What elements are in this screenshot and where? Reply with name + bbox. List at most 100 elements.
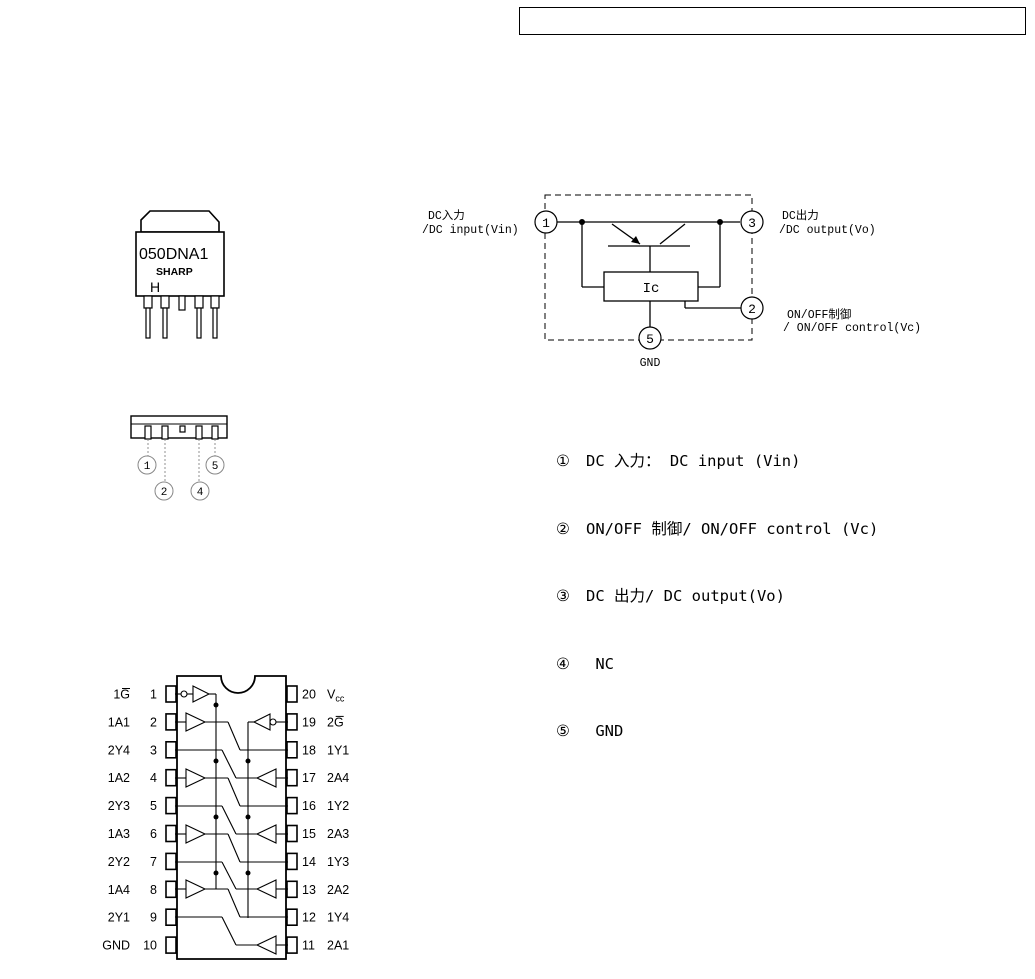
buffer-ic-diagram: 1 1G 2 1A1 3 2Y4 4 1A2 5 2Y3 6 1A3 7 2Y2 8 1A4 9 2Y1 10 GND… <box>102 675 349 960</box>
regulator-pin-5-circle <box>638 326 662 350</box>
onoff-en: / ON/OFF control(Vc) <box>783 322 921 335</box>
package-pin-1: 1 <box>144 461 151 473</box>
ic-left-pin-8 <box>165 880 177 899</box>
ic-right-pin-name-15: 2A3 <box>327 827 349 841</box>
ic-right-pin-12 <box>286 908 298 926</box>
ic-right-pin-name-16: 1Y2 <box>327 799 349 813</box>
ic-right-pin-num-19: 19 <box>302 715 316 729</box>
ic-left-pin-num-5: 5 <box>150 799 157 813</box>
onoff-jp: ON/OFF制御 <box>787 307 851 322</box>
ic-left-pin-2 <box>165 713 177 731</box>
ic-left-pin-name-1: 1G <box>113 688 130 702</box>
ic-left-pin-name-9: 2Y1 <box>108 911 130 925</box>
ic-right-pin-name-18: 1Y1 <box>327 743 349 757</box>
package-body <box>135 231 225 297</box>
ic-left-pin-name-8: 1A4 <box>108 883 130 897</box>
package-marking: 050DNA1 <box>139 246 208 263</box>
ic-right-pin-num-16: 16 <box>302 799 316 813</box>
package-drawing: 050DNA1 SHARP H 1 2 4 5 <box>130 210 228 501</box>
package-pin-4-circle <box>190 481 210 501</box>
ic-right-pin-13 <box>286 880 298 899</box>
ic-left-pin-num-7: 7 <box>150 855 157 869</box>
regulator-pin-1: 1 <box>542 216 550 231</box>
ic-left-pin-6 <box>165 824 177 843</box>
ic-left-pin-num-6: 6 <box>150 827 157 841</box>
ic-right-pin-num-20: 20 <box>302 688 316 702</box>
ic-right-pin-name-13: 2A2 <box>327 883 349 897</box>
ic-left-pin-name-6: 1A3 <box>108 827 130 841</box>
ic-left-pin-7 <box>165 852 177 871</box>
ic-left-pin-num-1: 1 <box>150 688 157 702</box>
ic-right-pin-name-17: 2A4 <box>327 771 349 785</box>
ic-left-pin-num-2: 2 <box>150 715 157 729</box>
dc-output-jp: DC出力 <box>782 208 819 223</box>
package-pin-2-circle <box>154 481 174 501</box>
regulator-diagram: Ic 1 3 2 5 DC入力 /DC input(Vin) DC出力 /DC … <box>422 194 921 370</box>
ic-left-pin-num-8: 8 <box>150 883 157 897</box>
regulator-pin-3: 3 <box>748 216 756 231</box>
ic-left-pin-3 <box>165 741 177 759</box>
ic-right-pin-num-18: 18 <box>302 743 316 757</box>
ic-left-pin-name-7: 2Y2 <box>108 855 130 869</box>
ic-left-pin-num-3: 3 <box>150 743 157 757</box>
ic-left-pin-num-10: 10 <box>143 939 157 953</box>
ic-left-pin-1 <box>165 685 177 703</box>
regulator-pin-3-circle <box>740 210 764 234</box>
package-pin-1-circle <box>137 455 157 475</box>
dc-input-jp: DC入力 <box>428 209 465 223</box>
package-code: H <box>150 279 160 295</box>
ic-left-pin-4 <box>165 768 177 787</box>
ic-right-pin-num-14: 14 <box>302 855 316 869</box>
ic-left-pin-5 <box>165 796 177 815</box>
dc-output-en: /DC output(Vo) <box>779 224 876 237</box>
package-brand: SHARP <box>156 266 193 278</box>
ic-left-pin-9 <box>165 908 177 926</box>
ic-right-pin-11 <box>286 936 298 954</box>
title-box <box>519 7 1026 35</box>
ic-right-pin-num-17: 17 <box>302 771 316 785</box>
ic-right-pin-num-13: 13 <box>302 883 316 897</box>
package-pin-2: 2 <box>161 487 168 499</box>
ic-right-pin-18 <box>286 741 298 759</box>
ic-right-pin-name-14: 1Y3 <box>327 855 349 869</box>
ic-right-pin-20 <box>286 685 298 703</box>
pin-description-4: ④ NC <box>556 654 614 673</box>
package-pin-5-circle <box>205 455 225 475</box>
ic-internal-wiring <box>175 685 288 955</box>
regulator-pin-2: 2 <box>748 302 756 317</box>
package-pin-4: 4 <box>197 487 204 499</box>
ic-right-pin-name-20: Vcc <box>327 688 345 704</box>
regulator-pin-5: 5 <box>646 332 654 347</box>
dc-input-en: /DC input(Vin) <box>422 224 519 237</box>
ic-right-pin-num-15: 15 <box>302 827 316 841</box>
regulator-enclosure <box>544 194 753 341</box>
ic-left-pin-name-2: 1A1 <box>108 715 130 729</box>
ic-right-pin-num-12: 12 <box>302 911 316 925</box>
ic-right-pin-16 <box>286 796 298 815</box>
ic-left-pin-name-4: 1A2 <box>108 771 130 785</box>
ic-right-pin-19 <box>286 713 298 731</box>
regulator-pin-2-circle <box>740 296 764 320</box>
package-pin-5: 5 <box>212 461 219 473</box>
package-leads <box>143 295 220 339</box>
ic-left-pin-name-10: GND <box>102 939 130 953</box>
ic-right-pin-name-12: 1Y4 <box>327 911 349 925</box>
ic-left-pin-num-4: 4 <box>150 771 157 785</box>
ic-left-pin-10 <box>165 936 177 954</box>
ic-right-pin-num-11: 11 <box>302 939 315 953</box>
ic-left-pin-name-5: 2Y3 <box>108 799 130 813</box>
ic-right-pin-17 <box>286 768 298 787</box>
gnd-label: GND <box>640 357 661 370</box>
ic-pins <box>165 685 298 954</box>
regulator-pin-1-circle <box>534 210 558 234</box>
ic-left-pin-name-3: 2Y4 <box>108 743 130 757</box>
pin-description-5: ⑤ GND <box>556 722 624 740</box>
ic-left-pin-num-9: 9 <box>150 911 157 925</box>
ic-block <box>603 271 699 302</box>
ic-label: Ic <box>643 281 660 297</box>
ic-right-pin-15 <box>286 824 298 843</box>
